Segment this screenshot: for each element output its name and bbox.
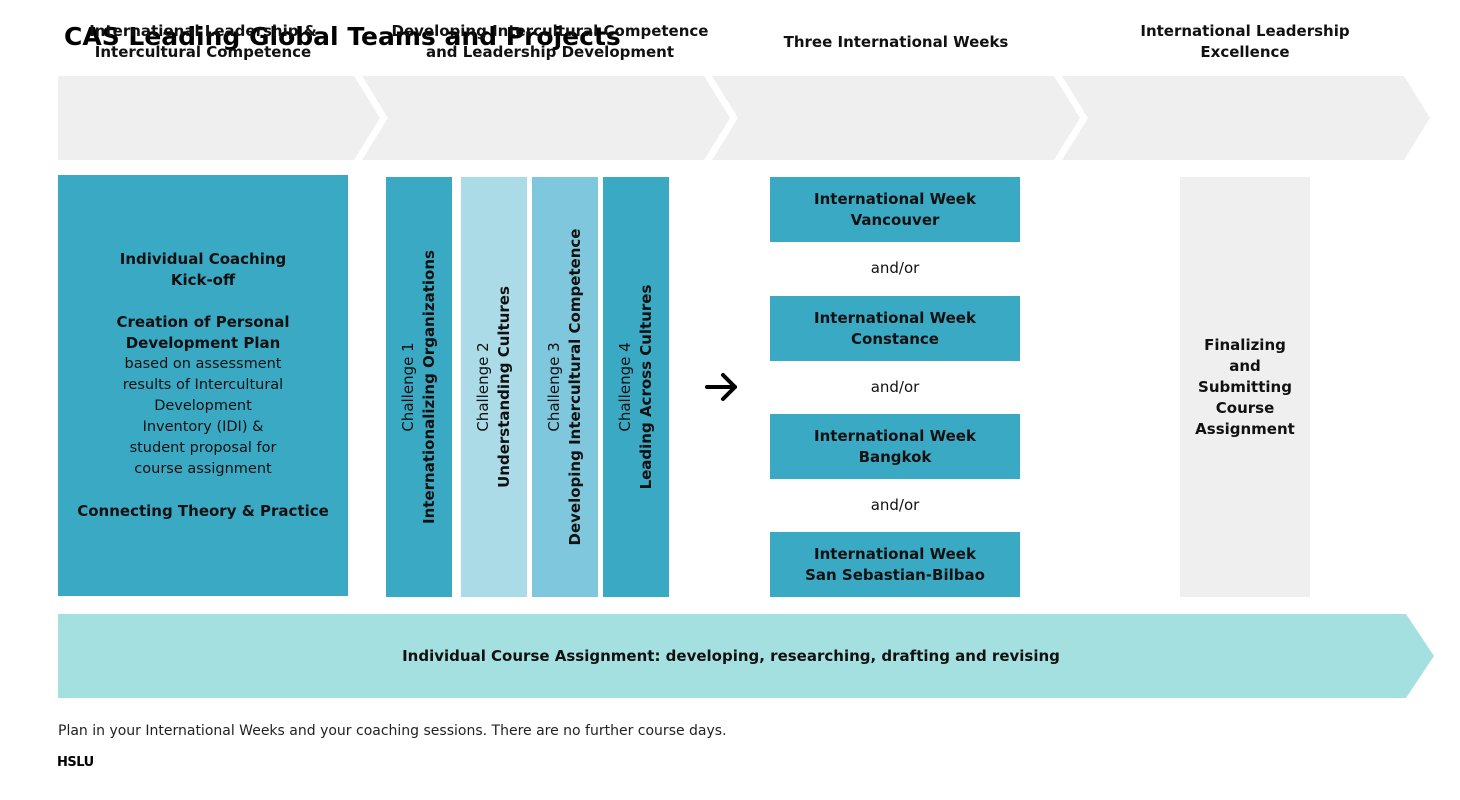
- banner-label: Individual Course Assignment: developing…: [402, 647, 1060, 665]
- phase-chevron-3: [712, 76, 1080, 160]
- phase-label-3: Three International Weeks: [783, 32, 1009, 51]
- andor-connector: and/or: [870, 496, 920, 514]
- hslu-logo: HSLU: [57, 755, 94, 770]
- phase-chevron-2: [362, 76, 730, 160]
- arrow-right-icon: [705, 373, 737, 401]
- final-assignment-box: Finalizing and Submitting Course Assignm…: [1180, 177, 1310, 597]
- phase-chevron-4: [1062, 76, 1430, 160]
- course-assignment-banner: [58, 614, 1434, 698]
- phase-label-1: International Leadership &Intercultural …: [89, 22, 317, 61]
- andor-connector: and/or: [870, 259, 920, 277]
- footnote: Plan in your International Weeks and you…: [58, 723, 727, 739]
- andor-connector: and/or: [870, 378, 920, 396]
- page-title: CAS Leading Global Teams and Projects: [64, 22, 621, 51]
- phase-chevron-1: [58, 76, 380, 160]
- coaching-box: Individual Coaching Kick-off Creation of…: [58, 175, 348, 596]
- phase-chevrons: [58, 76, 1430, 160]
